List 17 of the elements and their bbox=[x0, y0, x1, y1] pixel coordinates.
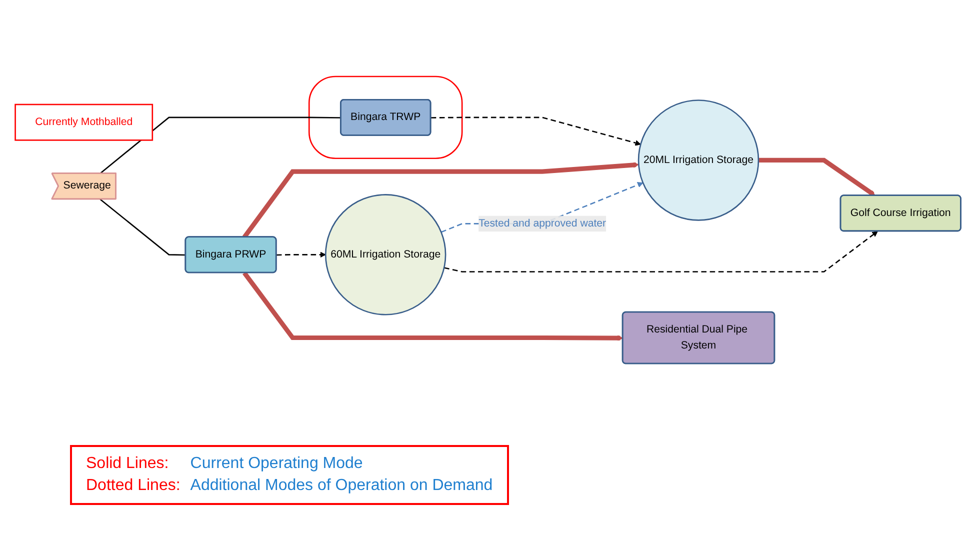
node-box: Currently Mothballed bbox=[14, 104, 154, 141]
arrow bbox=[758, 158, 876, 196]
arrow bbox=[444, 231, 878, 272]
arrow bbox=[440, 182, 644, 233]
cluster bbox=[308, 76, 463, 160]
arrow bbox=[430, 116, 641, 146]
arrow bbox=[276, 252, 326, 258]
node-circle: 60ML Irrigation Storage bbox=[324, 194, 446, 316]
node-circle: 20ML Irrigation Storage bbox=[638, 100, 760, 221]
legend-description: Additional Modes of Operation on Demand bbox=[190, 477, 493, 495]
legend-key: Dotted Lines: bbox=[86, 477, 180, 495]
arrow bbox=[242, 271, 624, 341]
legend-description: Current Operating Mode bbox=[190, 455, 364, 473]
edge-label: Tested and approved water bbox=[478, 218, 606, 229]
connector bbox=[100, 198, 186, 256]
legend-key: Solid Lines: bbox=[86, 455, 180, 473]
connector bbox=[100, 116, 341, 174]
